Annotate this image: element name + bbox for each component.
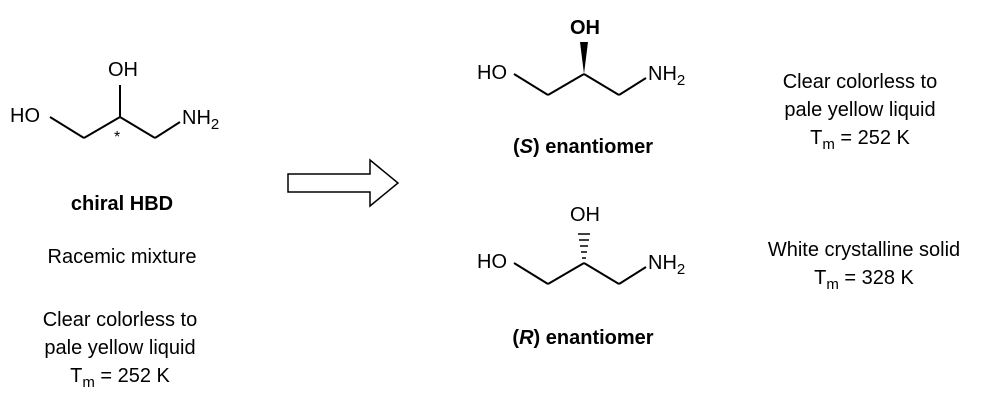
r-tm: Tm = 328 K — [814, 267, 914, 293]
stereocenter-asterisk: * — [114, 129, 121, 146]
left-subtitle: Racemic mixture — [47, 246, 197, 268]
hollow-right-arrow-icon — [287, 158, 400, 208]
r-oh-label: OH — [570, 204, 600, 226]
left-properties: Clear colorless to pale yellow liquid Tm… — [10, 306, 230, 392]
r-molecule-bonds — [513, 262, 647, 285]
s-ho-label: HO — [477, 62, 507, 84]
left-title: chiral HBD — [70, 193, 174, 215]
r-properties: White crystalline solid Tm = 328 K — [744, 236, 984, 294]
left-nh2-label: NH2 — [182, 107, 219, 132]
s-prop-line1: Clear colorless to — [782, 71, 938, 93]
left-molecule-bonds — [49, 85, 181, 139]
s-prop-line2: pale yellow liquid — [784, 99, 936, 121]
wedge-bond — [580, 42, 588, 74]
left-nh-subscript: 2 — [210, 116, 220, 133]
s-tm: Tm = 252 K — [810, 127, 910, 153]
s-molecule-bonds — [513, 73, 647, 96]
left-nh-text: NH — [182, 107, 211, 129]
left-ho-label: HO — [10, 105, 40, 127]
left-prop-line1: Clear colorless to — [42, 309, 198, 331]
s-oh-label: OH — [570, 17, 600, 39]
r-nh2-label: NH2 — [648, 252, 686, 278]
s-properties: Clear colorless to pale yellow liquid Tm… — [755, 68, 965, 154]
left-oh-label: OH — [108, 59, 138, 81]
s-enantiomer-label: (S) enantiomer — [512, 136, 654, 158]
hashed-bond — [578, 233, 590, 259]
r-enantiomer-label: (R) enantiomer — [512, 327, 654, 349]
left-prop-line2: pale yellow liquid — [44, 337, 196, 359]
r-prop-line1: White crystalline solid — [767, 239, 961, 261]
s-nh2-label: NH2 — [648, 63, 686, 89]
left-tm: Tm = 252 K — [70, 365, 170, 391]
r-ho-label: HO — [477, 251, 507, 273]
